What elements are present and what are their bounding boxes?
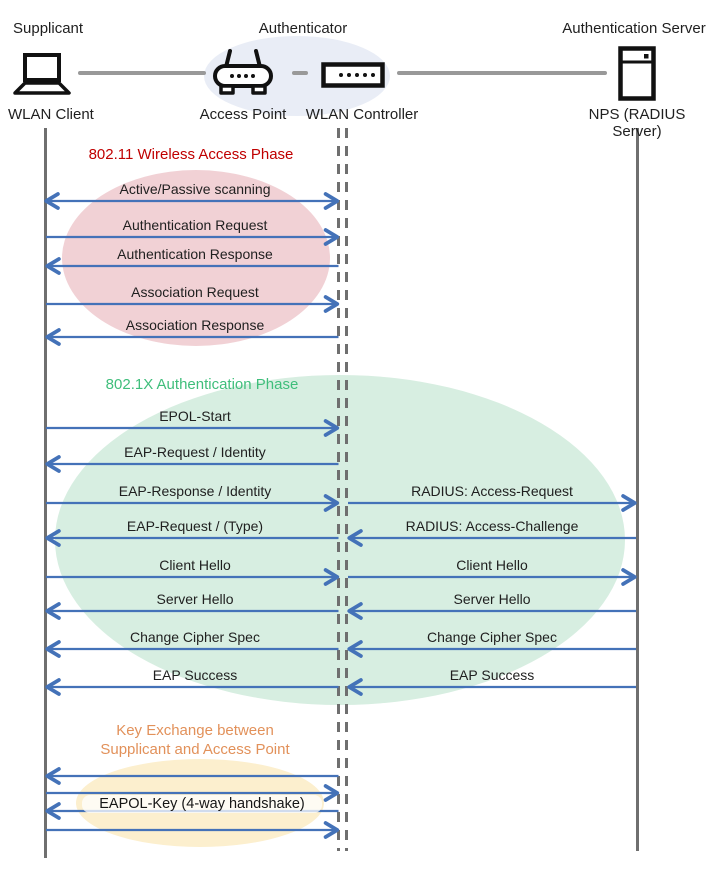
message-label: RADIUS: Access-Request [411, 483, 573, 499]
laptop-icon [12, 53, 72, 102]
device-label-wlan-controller: WLAN Controller [305, 106, 419, 123]
message-label: EAP-Request / Identity [124, 444, 266, 460]
server-icon [618, 46, 656, 106]
wlan-controller-icon [321, 62, 385, 93]
message-label: EAP-Request / (Type) [127, 518, 263, 534]
device-label-wlan-client: WLAN Client [8, 106, 94, 123]
message-label: Authentication Response [117, 246, 273, 262]
message-label: Server Hello [156, 591, 233, 607]
phase-3-title: Key Exchange between Supplicant and Acce… [100, 722, 290, 758]
message-label: Authentication Request [123, 217, 268, 233]
access-point-icon [212, 48, 274, 105]
message-label: Active/Passive scanning [120, 181, 271, 197]
message-label: EAP-Response / Identity [119, 483, 272, 499]
role-label-authentication-server: Authentication Server [562, 20, 706, 37]
message-label: Change Cipher Spec [130, 629, 260, 645]
controller-to-server-connector [397, 71, 607, 75]
role-label-supplicant: Supplicant [13, 20, 84, 37]
message-label: Server Hello [453, 591, 530, 607]
message-label: Client Hello [159, 557, 231, 573]
client-to-ap-connector [78, 71, 206, 75]
device-label-nps-radius-server: NPS (RADIUS Server) [588, 106, 686, 140]
message-label: Client Hello [456, 557, 528, 573]
message-label: EPOL-Start [159, 408, 231, 424]
message-label: Change Cipher Spec [427, 629, 557, 645]
ap-to-controller-connector [292, 71, 308, 75]
message-label: Association Response [126, 317, 265, 333]
eapol-key-label: EAPOL-Key (4-way handshake) [82, 795, 322, 813]
message-label: Association Request [131, 284, 259, 300]
phase-2-title: 802.1X Authentication Phase [105, 376, 299, 393]
message-label: RADIUS: Access-Challenge [406, 518, 579, 534]
device-label-access-point: Access Point [199, 106, 287, 123]
message-label: EAP Success [450, 667, 535, 683]
message-label: EAP Success [153, 667, 238, 683]
phase-1-title: 802.11 Wireless Access Phase [88, 146, 294, 163]
role-label-authenticator: Authenticator [258, 20, 348, 37]
